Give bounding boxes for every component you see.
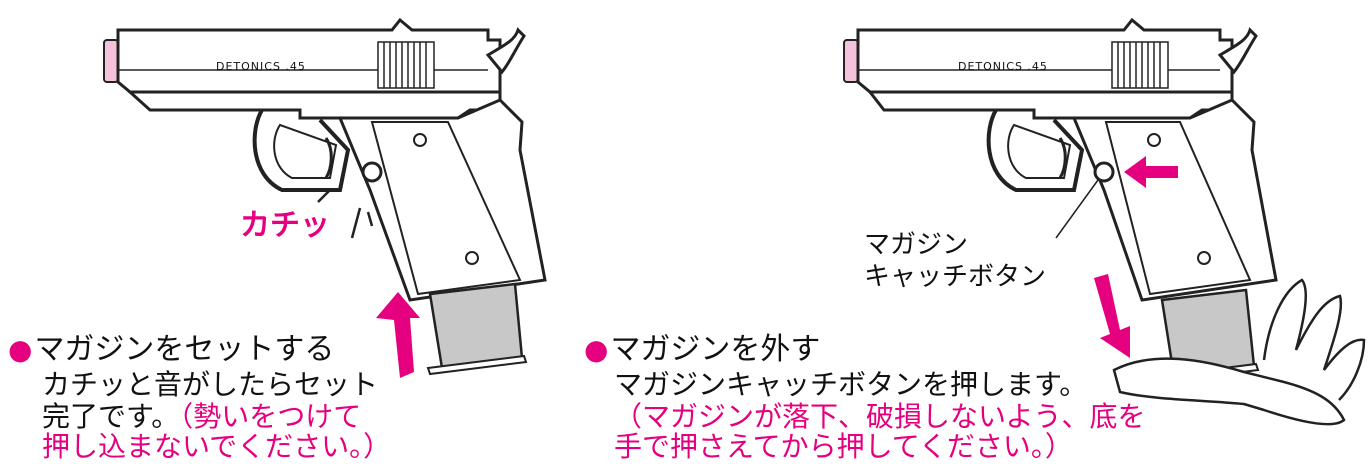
caution-text-line-2: 押し込まないでください。） — [42, 430, 392, 463]
instruction-line-2: 完了です。（勢いをつけて — [42, 400, 361, 434]
panel-remove-magazine: DETONICS .45 マガジン キャッチボタン ●マガジンを外す マガジンキ… — [584, 0, 1368, 465]
callout-leader-line — [1055, 179, 1099, 239]
bullet-icon: ● — [8, 333, 33, 366]
hammer — [485, 27, 526, 75]
caution-text-line-2: 手で押さえてから押してください。） — [614, 430, 1073, 463]
trigger — [1058, 137, 1067, 179]
callout-label-line-1: マガジン — [864, 230, 969, 260]
instruction-line-1: カチッと音がしたらセット — [42, 368, 379, 401]
grip-screw-bottom — [1197, 251, 1211, 265]
callout-label-line-2: キャッチボタン — [864, 262, 1047, 292]
magazine — [428, 282, 524, 370]
magazine-base — [426, 354, 528, 376]
grip-screw-bottom — [465, 251, 479, 265]
slide-engraving: DETONICS .45 — [958, 60, 1048, 73]
hand-fingers — [1262, 278, 1366, 401]
drop-arrow — [1094, 274, 1130, 358]
instruction-line-1: マガジンキャッチボタンを押します。 — [614, 368, 1088, 401]
click-sound-lines — [317, 189, 374, 239]
grip-screw-top — [1147, 133, 1161, 147]
instruction-complete: 完了です。 — [42, 400, 180, 433]
muzzle-tip — [843, 39, 859, 83]
magazine-catch — [361, 161, 383, 183]
frame — [866, 90, 1234, 120]
push-up-arrow — [376, 292, 420, 378]
magazine-catch — [1093, 161, 1115, 183]
trigger-guard — [252, 108, 351, 192]
frame — [126, 90, 502, 120]
slide-serrations — [377, 41, 435, 89]
section-heading: ●マガジンを外す — [584, 324, 820, 368]
press-arrow — [1124, 156, 1178, 188]
pistol-illustration-left — [103, 17, 547, 378]
hammer — [1217, 27, 1258, 75]
caution-text: （勢いをつけて — [179, 400, 362, 433]
grip-screw-top — [413, 133, 427, 147]
slide-serrations — [1111, 41, 1169, 89]
trigger — [324, 137, 333, 179]
slide-engraving: DETONICS .45 — [216, 60, 306, 73]
hand — [1112, 357, 1346, 426]
bullet-icon: ● — [584, 333, 609, 366]
section-heading: ●マガジンをセットする — [8, 324, 334, 368]
heading-text: マガジンを外す — [610, 332, 821, 367]
click-sound-label: カチッ — [240, 208, 330, 243]
trigger-guard — [986, 108, 1085, 192]
slide — [856, 17, 1234, 94]
slide — [116, 17, 502, 94]
caution-text: （マガジンが落下、破損しないよう、底を — [614, 400, 1146, 433]
muzzle-tip — [103, 39, 119, 83]
grip-panel — [370, 121, 522, 296]
pistol-illustration-right — [843, 17, 1366, 426]
heading-text: マガジンをセットする — [34, 332, 335, 367]
panel-insert-magazine: DETONICS .45 カチッ ●マガジンをセットする カチッと音がしたらセッ… — [8, 17, 547, 463]
